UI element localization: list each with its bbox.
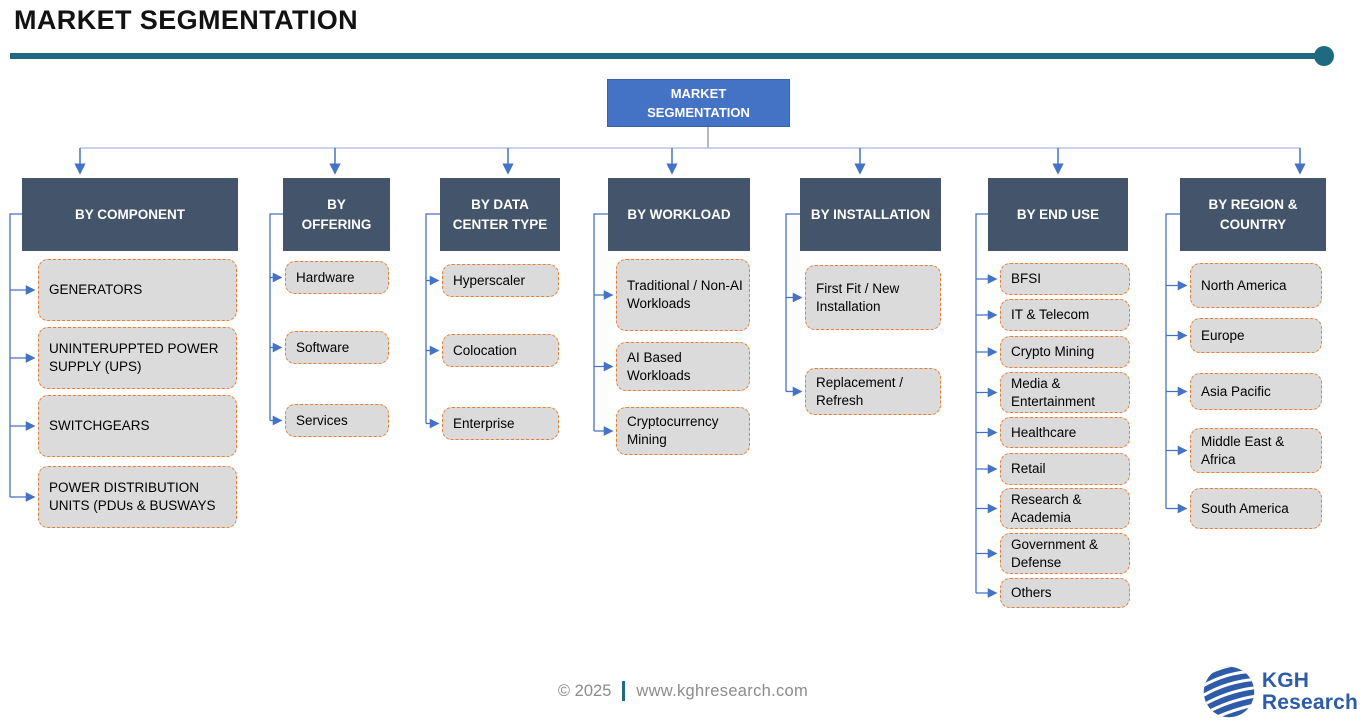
segment-item-by-region-country: North America — [1190, 263, 1322, 308]
segment-item-by-end-use: IT & Telecom — [1000, 299, 1130, 331]
logo-line2: Research — [1261, 691, 1358, 714]
copyright-text: © 2025 — [557, 681, 612, 700]
segment-item-by-end-use: Research & Academia — [1000, 488, 1130, 529]
segment-header-by-end-use: BY END USE — [988, 178, 1128, 251]
segment-item-by-region-country: Asia Pacific — [1190, 373, 1322, 410]
divider-end-dot — [1314, 46, 1334, 66]
segment-item-by-component: GENERATORS — [38, 259, 237, 321]
segment-item-by-end-use: Media & Entertainment — [1000, 372, 1130, 413]
segment-item-by-offering: Software — [285, 331, 389, 364]
globe-icon — [1200, 664, 1257, 720]
segment-item-by-installation: First Fit / New Installation — [805, 265, 941, 330]
company-logo: KGH Research — [1200, 664, 1358, 720]
footer-separator — [622, 681, 626, 701]
segment-item-by-end-use: BFSI — [1000, 263, 1130, 295]
segment-item-by-workload: Cryptocurrency Mining — [616, 407, 750, 455]
segment-item-by-end-use: Healthcare — [1000, 417, 1130, 448]
root-node-label: MARKET SEGMENTATION — [647, 85, 750, 121]
segment-item-by-region-country: South America — [1190, 488, 1322, 529]
segment-item-by-region-country: Middle East & Africa — [1190, 428, 1322, 473]
footer: © 2025 www.kghresearch.com — [0, 681, 1366, 701]
segment-item-by-workload: Traditional / Non-AI Workloads — [616, 259, 750, 331]
segment-item-by-data-center-type: Hyperscaler — [442, 264, 559, 297]
segment-header-by-data-center-type: BY DATA CENTER TYPE — [440, 178, 560, 251]
segment-item-by-offering: Hardware — [285, 261, 389, 294]
logo-line1: KGH — [1261, 669, 1310, 693]
segment-item-by-end-use: Government & Defense — [1000, 533, 1130, 574]
title-divider — [10, 53, 1316, 59]
segment-item-by-workload: AI Based Workloads — [616, 342, 750, 391]
segment-item-by-offering: Services — [285, 404, 389, 437]
root-node: MARKET SEGMENTATION — [607, 79, 790, 127]
segment-item-by-data-center-type: Colocation — [442, 334, 559, 367]
segment-item-by-end-use: Retail — [1000, 453, 1130, 485]
segment-item-by-component: POWER DISTRIBUTION UNITS (PDUs & BUSWAYS — [38, 466, 237, 528]
page-title: MARKET SEGMENTATION — [14, 5, 359, 35]
segment-header-by-region-country: BY REGION & COUNTRY — [1180, 178, 1326, 251]
segment-header-by-installation: BY INSTALLATION — [800, 178, 941, 251]
segment-item-by-component: SWITCHGEARS — [38, 395, 237, 457]
segment-header-by-component: BY COMPONENT — [22, 178, 238, 251]
segment-header-by-workload: BY WORKLOAD — [608, 178, 750, 251]
segment-item-by-installation: Replacement / Refresh — [805, 368, 941, 415]
segment-item-by-end-use: Others — [1000, 578, 1130, 608]
website-link[interactable]: www.kghresearch.com — [636, 681, 809, 700]
segment-item-by-region-country: Europe — [1190, 318, 1322, 353]
segment-item-by-component: UNINTERUPPTED POWER SUPPLY (UPS) — [38, 327, 237, 389]
segment-header-by-offering: BY OFFERING — [283, 178, 390, 251]
segment-item-by-data-center-type: Enterprise — [442, 407, 559, 440]
segment-item-by-end-use: Crypto Mining — [1000, 336, 1130, 368]
logo-text: KGH Research — [1262, 670, 1358, 714]
